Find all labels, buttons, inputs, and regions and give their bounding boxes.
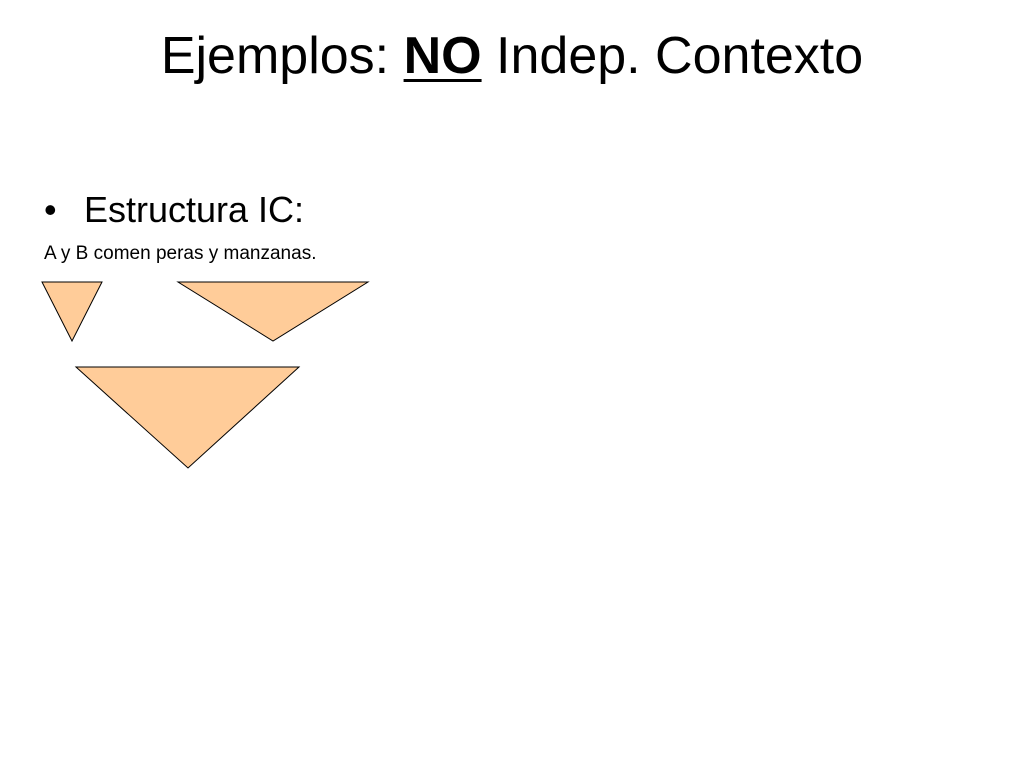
- bullet-text: Estructura IC:: [84, 189, 305, 230]
- slide-title: Ejemplos: NO Indep. Contexto: [0, 22, 1024, 90]
- example-sentence: A y B comen peras y manzanas.: [44, 243, 317, 264]
- title-emphasis: NO: [403, 27, 482, 85]
- title-prefix: Ejemplos:: [160, 27, 404, 85]
- bullet-item: • Estructura IC:: [44, 186, 304, 234]
- triangle-small-left: [41, 281, 103, 343]
- triangle-wide-right: [176, 281, 370, 342]
- bullet-symbol: •: [44, 189, 57, 230]
- triangle-large-bottom: [74, 366, 301, 469]
- title-suffix: Indep. Contexto: [481, 27, 864, 85]
